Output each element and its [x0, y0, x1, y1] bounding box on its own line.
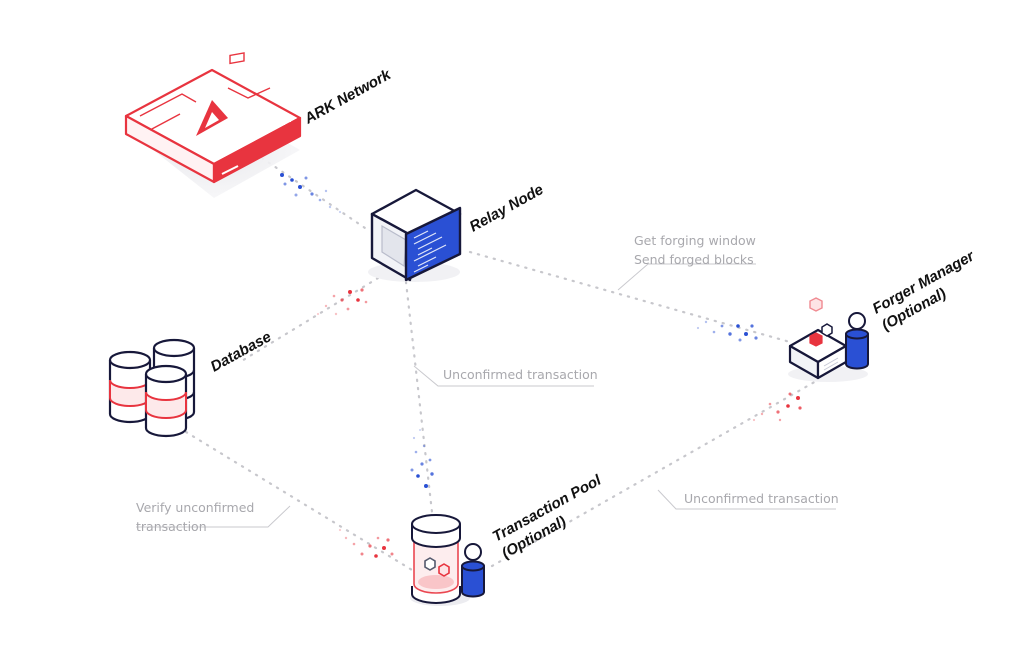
- code-screen-icon: [413, 230, 447, 273]
- link-relay-pool: [404, 280, 434, 514]
- transaction-pool-device: [410, 514, 485, 606]
- particles-relay-database: [316, 288, 368, 316]
- particles-relay-forger: [696, 320, 758, 342]
- leader-forging-window: [617, 263, 756, 291]
- unconfirmed-forger-annotation: Unconfirmed transaction: [684, 491, 839, 506]
- pending-transaction-hex-icon: [424, 557, 450, 577]
- ark-network-device: [124, 52, 302, 198]
- pool-operator-icon: [461, 543, 485, 598]
- leader-unconfirmed-relay: [413, 365, 594, 387]
- unconfirmed-relay-annotation: Unconfirmed transaction: [443, 367, 598, 382]
- forger-manager-label: Forger Manager (Optional): [870, 246, 990, 334]
- ark-logo-icon: [196, 100, 228, 136]
- particles-ark-relay: [280, 173, 342, 214]
- forger-operator-icon: [845, 312, 869, 370]
- particles-database-pool: [338, 528, 394, 558]
- ark-network-label: ARK Network: [301, 66, 395, 128]
- forger-manager-device: [788, 297, 869, 382]
- database-cylinder-front: [144, 364, 188, 438]
- relay-node-device: [368, 188, 462, 282]
- particles-relay-pool: [410, 429, 434, 488]
- leader-unconfirmed-forger: [657, 489, 836, 510]
- transaction-pool-label: Transaction Pool (Optional): [490, 470, 617, 562]
- relay-node-label: Relay Node: [467, 181, 547, 235]
- annotation-leaders: [136, 263, 836, 528]
- link-pool-forger: [490, 378, 820, 568]
- link-database-pool: [184, 430, 414, 572]
- block-hex-icon: [809, 297, 833, 347]
- database-cylinder-left: [108, 350, 152, 424]
- link-ark-relay: [260, 156, 370, 232]
- particles-pool-forger: [752, 392, 802, 422]
- forging-window-annotation: Get forging window Send forged blocks: [634, 233, 760, 267]
- database-icon: [108, 338, 196, 438]
- database-label: Database: [208, 328, 275, 375]
- link-relay-forger: [468, 250, 792, 344]
- verify-annotation: Verify unconfirmed transaction: [136, 500, 258, 534]
- leader-verify: [136, 505, 291, 528]
- connections: [184, 156, 820, 572]
- signal-particles: [280, 173, 802, 558]
